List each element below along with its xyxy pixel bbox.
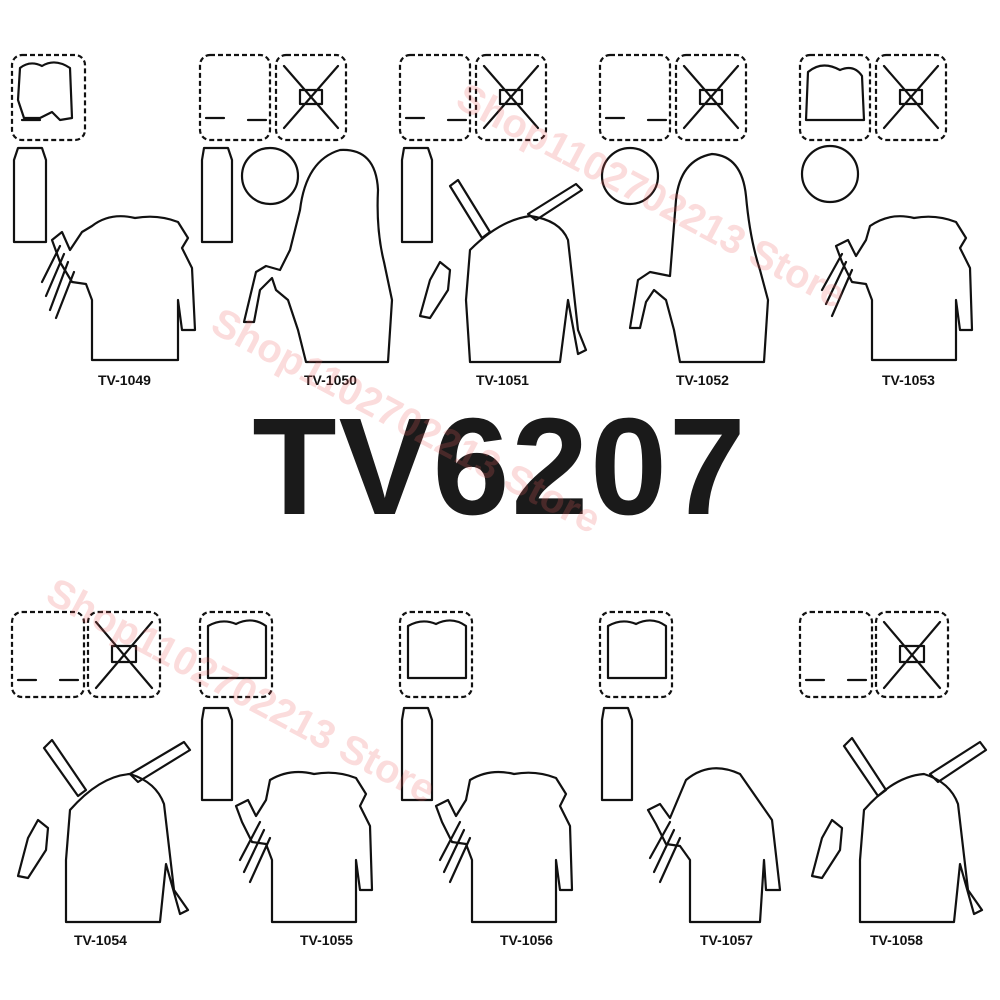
figure-code: TV-1049 bbox=[98, 372, 151, 388]
figure-code: TV-1055 bbox=[300, 932, 353, 948]
hair-gun-figure-outline bbox=[598, 53, 770, 364]
claws-figure-outline bbox=[198, 610, 374, 924]
figure-code: TV-1057 bbox=[700, 932, 753, 948]
longhair-gun-figure-outline bbox=[198, 53, 394, 364]
figure-tv-1057: TV-1057 bbox=[598, 560, 800, 960]
figure-tv-1054: TV-1054 bbox=[0, 560, 200, 960]
figure-code: TV-1053 bbox=[882, 372, 935, 388]
figure-tv-1053: TV-1053 bbox=[798, 0, 1000, 400]
sheet-title: TV6207 bbox=[252, 390, 748, 544]
claws-figure-outline bbox=[398, 610, 574, 924]
figure-code: TV-1051 bbox=[476, 372, 529, 388]
sword-gun-figure-outline bbox=[398, 53, 588, 364]
figure-code: TV-1054 bbox=[74, 932, 127, 948]
figure-tv-1051: TV-1051 bbox=[398, 0, 600, 400]
claws-figure-outline bbox=[798, 53, 974, 362]
figure-tv-1055: TV-1055 bbox=[198, 560, 400, 960]
figure-code: TV-1056 bbox=[500, 932, 553, 948]
figure-tv-1056: TV-1056 bbox=[398, 560, 600, 960]
claws-figure-outline bbox=[10, 53, 197, 362]
claws-figure-outline bbox=[598, 610, 782, 924]
figure-code: TV-1050 bbox=[304, 372, 357, 388]
figure-tv-1049: TV-1049 bbox=[0, 0, 200, 400]
sword-gun-figure-outline bbox=[10, 610, 192, 924]
figure-tv-1050: TV-1050 bbox=[198, 0, 400, 400]
figure-code: TV-1058 bbox=[870, 932, 923, 948]
figure-code: TV-1052 bbox=[676, 372, 729, 388]
figure-tv-1052: TV-1052 bbox=[598, 0, 800, 400]
figure-tv-1058: TV-1058 bbox=[798, 560, 1000, 960]
sword-gun-figure-outline bbox=[798, 610, 988, 924]
